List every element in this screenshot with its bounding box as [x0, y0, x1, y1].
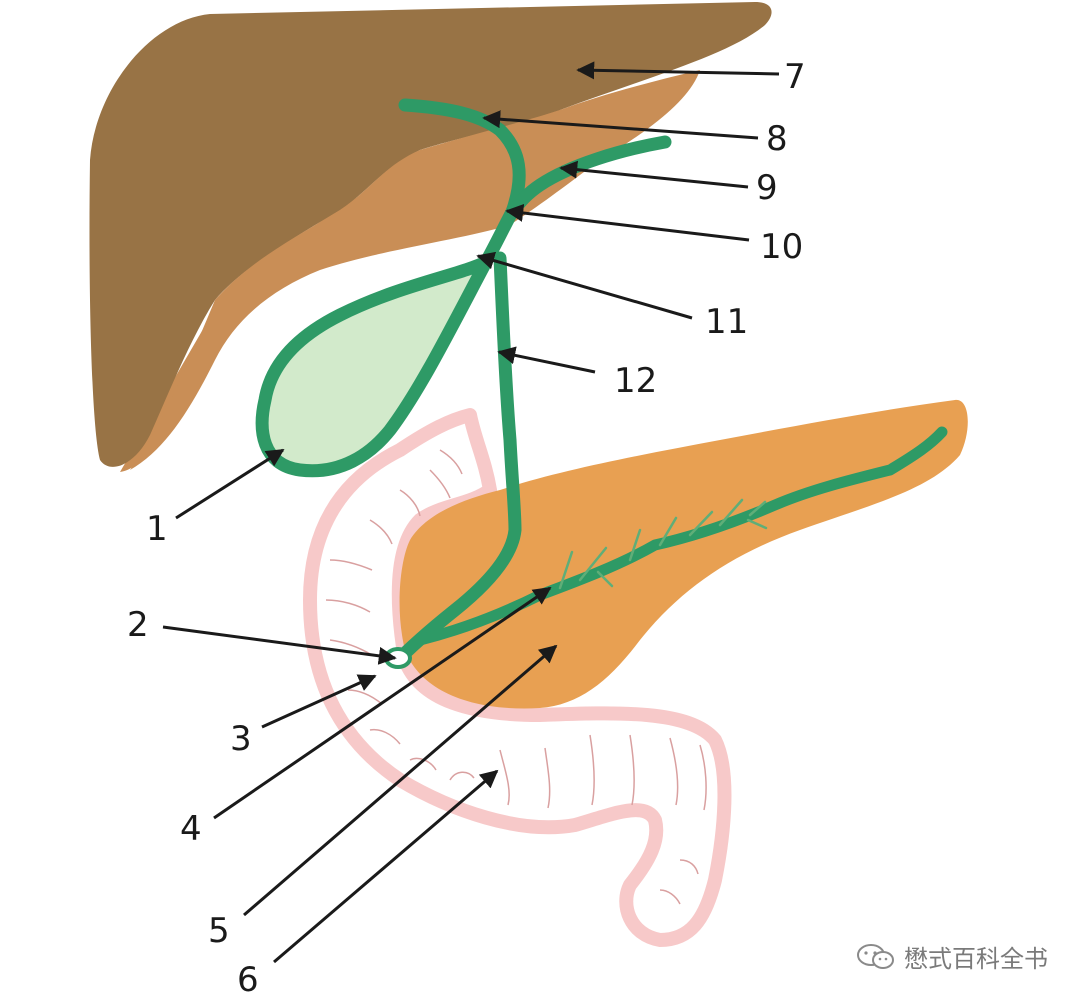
- arrow-5: [243, 644, 558, 917]
- arrow-9: [559, 160, 749, 189]
- callout-arrows: [162, 61, 780, 964]
- right-hepatic-duct: [505, 135, 672, 219]
- label-3: 3: [230, 719, 252, 759]
- gallbladder-body: [255, 255, 493, 478]
- gallbladder: [255, 255, 493, 478]
- arrow-2: [162, 625, 397, 665]
- label-4: 4: [180, 809, 202, 849]
- pancreatic-duct: [414, 426, 948, 646]
- pancreas: [399, 399, 968, 709]
- label-9: 9: [756, 168, 778, 208]
- arrow-1: [175, 448, 285, 520]
- arrow-6: [273, 769, 499, 964]
- arrow-3: [261, 674, 377, 729]
- watermark: 懋式百科全书: [856, 939, 1048, 974]
- left-hepatic-duct: [398, 98, 526, 219]
- watermark-text: 懋式百科全书: [904, 945, 1048, 973]
- label-7: 7: [784, 57, 806, 97]
- duodenal-folds: [325, 449, 707, 905]
- arrow-8: [482, 110, 759, 140]
- label-1: 1: [146, 509, 168, 549]
- pancreas-body: [399, 399, 968, 709]
- duodenum: [303, 408, 732, 947]
- arrow-11: [476, 251, 693, 320]
- callout-labels: 1 2 3 4 5 6 7 8 9 10 11 12: [127, 57, 806, 1000]
- arrow-12: [497, 346, 596, 374]
- wechat-icon: [857, 943, 894, 969]
- arrow-7: [576, 61, 780, 80]
- pancreatic-duct-branches: [558, 498, 768, 590]
- label-11: 11: [705, 302, 748, 342]
- arrow-4: [213, 586, 552, 820]
- duodenum-wall: [303, 408, 732, 947]
- label-10: 10: [760, 227, 803, 267]
- label-12: 12: [614, 361, 657, 401]
- liver-upper-surface: [89, 2, 772, 467]
- label-8: 8: [766, 119, 788, 159]
- label-2: 2: [127, 605, 149, 645]
- label-5: 5: [208, 911, 230, 951]
- label-6: 6: [237, 960, 259, 1000]
- arrow-10: [505, 203, 750, 242]
